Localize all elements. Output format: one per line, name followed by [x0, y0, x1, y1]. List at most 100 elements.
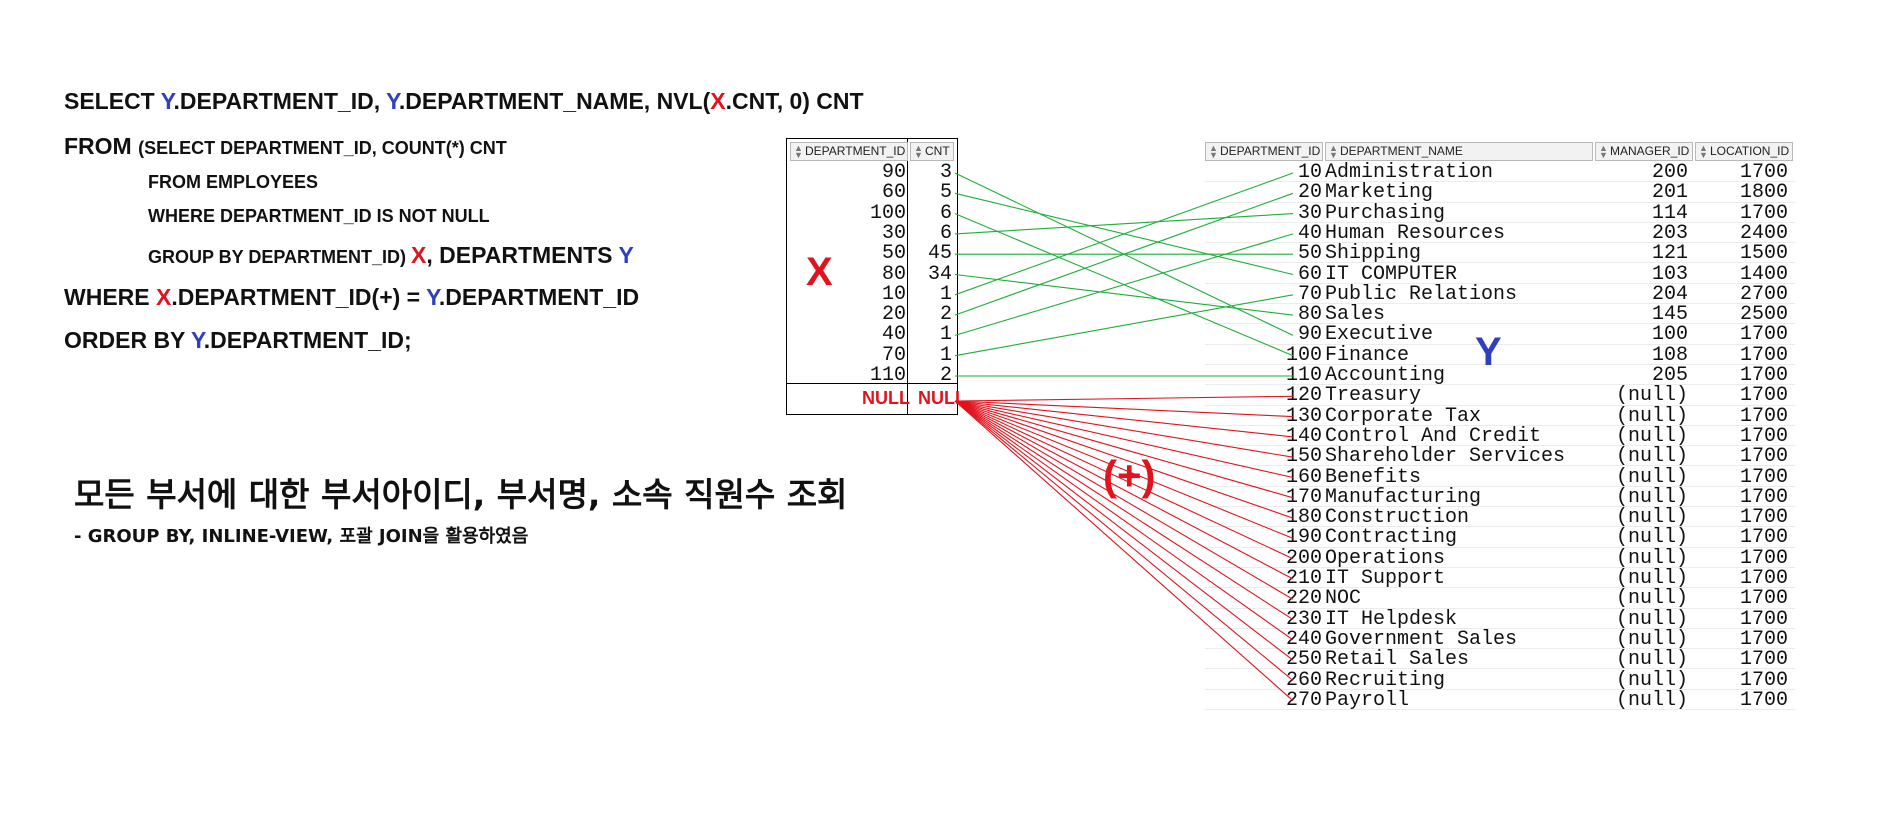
- y-cell-manager-id: (null): [1615, 688, 1688, 712]
- y-cell-manager-id: (null): [1615, 506, 1688, 530]
- y-cell-department-name: IT Helpdesk: [1325, 607, 1458, 631]
- y-cell-department-id: 50: [1297, 242, 1322, 266]
- y-cell-department-id: 140: [1285, 424, 1322, 448]
- sql-token: .DEPARTMENT_ID,: [173, 88, 387, 114]
- y-cell-department-id: 30: [1297, 201, 1322, 225]
- header-label: DEPARTMENT_ID: [1220, 144, 1321, 158]
- null-line: [954, 400, 1294, 621]
- sql-token: .CNT, 0) CNT: [725, 88, 864, 114]
- description-title: 모든 부서에 대한 부서아이디, 부서명, 소속 직원수 조회: [74, 475, 848, 514]
- y-cell-manager-id: (null): [1615, 445, 1688, 469]
- header-label: LOCATION_ID: [1710, 144, 1790, 158]
- table-row: [1205, 588, 1795, 609]
- y-cell-department-name: Shareholder Services: [1325, 445, 1566, 469]
- x-cell-department-id: 70: [881, 343, 906, 367]
- null-line: [954, 400, 1294, 560]
- null-line: [954, 395, 1294, 402]
- y-cell-manager-id: 203: [1651, 221, 1688, 245]
- sql-subquery-groupby: GROUP BY DEPARTMENT_ID) X, DEPARTMENTS Y: [148, 242, 634, 269]
- y-cell-manager-id: (null): [1615, 424, 1688, 448]
- y-cell-department-id: 200: [1285, 546, 1322, 570]
- y-cell-location-id: 1700: [1739, 485, 1788, 509]
- y-cell-manager-id: (null): [1615, 587, 1688, 611]
- x-cell-department-id: 60: [881, 181, 906, 205]
- match-line: [954, 273, 1294, 316]
- x-cell-cnt: 3: [939, 161, 952, 184]
- x-cell-department-id: 100: [869, 201, 906, 225]
- match-line: [954, 172, 1294, 296]
- null-line: [954, 400, 1294, 641]
- table-row: [1205, 304, 1795, 325]
- alias-x: X: [156, 284, 172, 310]
- y-header-department-name[interactable]: ▲▼DEPARTMENT_NAME: [1325, 142, 1593, 161]
- table-row: [1205, 203, 1795, 223]
- y-cell-department-id: 40: [1297, 221, 1322, 245]
- x-cell-cnt: 1: [939, 282, 952, 306]
- sort-icon: ▲▼: [914, 143, 923, 160]
- y-cell-location-id: 1700: [1739, 465, 1788, 489]
- y-cell-department-name: Finance: [1325, 343, 1410, 367]
- x-header-department-id[interactable]: ▲▼DEPARTMENT_ID: [790, 142, 908, 161]
- sql-token: SELECT: [64, 88, 161, 114]
- y-cell-department-id: 120: [1285, 384, 1322, 408]
- x-cell-cnt: 2: [939, 364, 952, 387]
- description-subtitle: - GROUP BY, INLINE-VIEW, 포괄 JOIN을 활용하였음: [74, 526, 529, 547]
- y-cell-department-id: 170: [1285, 485, 1322, 509]
- y-cell-department-id: 150: [1285, 445, 1322, 469]
- match-line: [954, 213, 1294, 235]
- y-cell-department-id: 90: [1297, 323, 1322, 347]
- match-line: [954, 233, 1294, 336]
- table-row: [1205, 223, 1795, 244]
- y-cell-location-id: 1700: [1739, 364, 1788, 387]
- y-cell-location-id: 1700: [1739, 323, 1788, 347]
- table-row: [1205, 243, 1795, 264]
- x-result-grid: [786, 138, 958, 415]
- alias-y: Y: [160, 88, 174, 114]
- match-line: [954, 294, 1294, 357]
- y-cell-department-id: 210: [1285, 567, 1322, 590]
- y-cell-manager-id: (null): [1615, 546, 1688, 570]
- sql-token: , DEPARTMENTS: [426, 242, 619, 268]
- y-cell-manager-id: 204: [1651, 282, 1688, 306]
- alias-x: X: [710, 88, 726, 114]
- y-cell-department-name: IT Support: [1325, 567, 1446, 590]
- y-cell-department-name: Manufacturing: [1325, 485, 1482, 509]
- y-cell-department-name: Payroll: [1325, 688, 1410, 712]
- y-cell-department-name: IT COMPUTER: [1325, 262, 1458, 286]
- x-cell-department-id: 30: [881, 221, 906, 245]
- y-cell-location-id: 1700: [1739, 627, 1788, 651]
- y-cell-department-name: Treasury: [1325, 384, 1422, 408]
- y-cell-department-id: 100: [1285, 343, 1322, 367]
- sql-subquery-from: FROM EMPLOYEES: [148, 172, 319, 192]
- y-cell-location-id: 1700: [1739, 546, 1788, 570]
- table-row: [1205, 649, 1795, 670]
- y-header-manager-id[interactable]: ▲▼MANAGER_ID: [1595, 142, 1693, 161]
- x-header-cnt[interactable]: ▲▼CNT: [910, 142, 954, 161]
- header-label: DEPARTMENT_NAME: [1340, 144, 1463, 158]
- y-cell-location-id: 1700: [1739, 668, 1788, 692]
- null-line: [954, 400, 1294, 458]
- sql-token: FROM: [64, 133, 139, 159]
- y-cell-department-name: Contracting: [1325, 526, 1458, 550]
- y-cell-location-id: 1400: [1739, 262, 1788, 286]
- y-cell-manager-id: (null): [1615, 668, 1688, 692]
- y-cell-department-id: 10: [1297, 161, 1322, 184]
- y-header-department-id[interactable]: ▲▼DEPARTMENT_ID: [1205, 142, 1323, 161]
- sql-orderby-line: ORDER BY Y.DEPARTMENT_ID;: [64, 327, 412, 354]
- x-cell-cnt: 6: [939, 201, 952, 225]
- column-divider: [907, 139, 908, 414]
- y-cell-location-id: 1700: [1739, 506, 1788, 530]
- table-row: [1205, 629, 1795, 650]
- y-cell-manager-id: (null): [1615, 607, 1688, 631]
- y-cell-location-id: 1700: [1739, 567, 1788, 590]
- y-cell-manager-id: 100: [1651, 323, 1688, 347]
- x-cell-department-id: 90: [881, 161, 906, 184]
- y-cell-manager-id: (null): [1615, 485, 1688, 509]
- y-header-location-id[interactable]: ▲▼LOCATION_ID: [1695, 142, 1793, 161]
- y-cell-department-name: Recruiting: [1325, 668, 1446, 692]
- y-cell-location-id: 1700: [1739, 607, 1788, 631]
- x-cell-department-id: 80: [881, 262, 906, 286]
- y-cell-department-id: 160: [1285, 465, 1322, 489]
- x-cell-cnt: 1: [939, 343, 952, 367]
- y-cell-department-id: 60: [1297, 262, 1322, 286]
